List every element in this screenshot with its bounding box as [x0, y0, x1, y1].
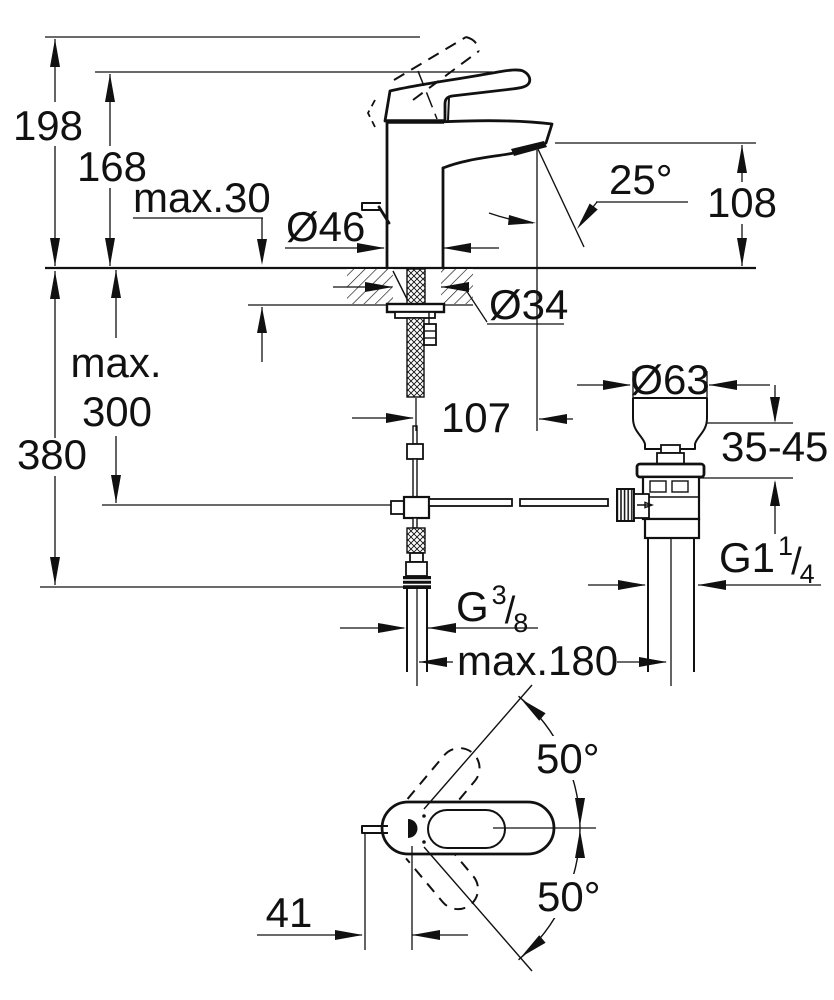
dim-body-diameter-label: Ø46 — [286, 203, 365, 250]
handle-top-inner — [427, 809, 506, 849]
flex-hose-upper — [406, 317, 425, 398]
hose-hex-nut — [403, 576, 431, 589]
flex-hose-lower — [406, 527, 426, 554]
dim-deck-thickness-label: max.30 — [133, 174, 271, 221]
dim-hose-length-label: 380 — [17, 431, 87, 478]
popup-rod-knob — [361, 202, 381, 211]
handle-neck-line — [447, 96, 450, 122]
waste-flange — [635, 462, 706, 479]
dim-basin-range-label: 35-45 — [721, 423, 828, 470]
handle-swing-dashed-lower — [405, 831, 479, 911]
waste-cap — [632, 397, 708, 450]
waste-stem — [656, 452, 685, 465]
popup-linkage-rod-a — [428, 498, 513, 507]
faucet-front-view — [361, 36, 609, 686]
popup-rod-knob-stem — [377, 205, 391, 225]
swing-ray-upper — [423, 684, 533, 810]
dim-swing-lower-label: 50° — [537, 873, 601, 920]
waste-assembly — [616, 397, 708, 686]
dim-overall-height-label: 198 — [13, 102, 83, 149]
linkage-clamp-knob — [616, 488, 635, 522]
waste-nut — [643, 517, 701, 540]
dimension-labels: 198 168 max.30 Ø46 25° 108 Ø34 max. 300 … — [13, 102, 828, 936]
spout-outlet — [511, 141, 547, 156]
dim-install-depth-word: max. — [70, 339, 161, 386]
mounting-washer — [385, 302, 446, 314]
spout-underside — [441, 151, 516, 170]
linkage-clamp — [633, 493, 650, 519]
dim-spout-height-label: 108 — [707, 179, 777, 226]
linkage-joint-left — [390, 500, 405, 515]
popup-linkage-rod-b — [519, 498, 609, 507]
swing-ray-lower — [423, 846, 533, 972]
handle-lever-raised-dashed — [366, 36, 480, 128]
handle-pivot-mark — [408, 819, 418, 838]
dim-install-depth-value: 300 — [82, 388, 152, 435]
label-backgrounds — [8, 102, 778, 918]
dim-handle-offset-label: 41 — [266, 889, 313, 936]
mounting-stud-nut — [423, 323, 437, 346]
spout-tip-top-view — [361, 825, 388, 834]
handle-swing-dashed-upper — [406, 747, 481, 826]
spout-top — [436, 119, 554, 145]
dim-spray-angle-label: 25° — [609, 156, 673, 203]
handle-lever — [383, 68, 532, 123]
linkage-joint — [402, 495, 431, 520]
dimensions — [50, 39, 821, 950]
dim-swing-upper-label: 50° — [536, 735, 600, 782]
hose-fitting — [405, 561, 428, 577]
dim-flange-diameter-label: Ø63 — [630, 356, 709, 403]
dim-hole-diameter-label: Ø34 — [489, 281, 568, 328]
pull-rod-coupler — [406, 443, 424, 460]
pull-rod-lower — [412, 458, 418, 498]
dim-spout-reach-label: 107 — [441, 394, 511, 441]
dim-hole-distance-label: max.180 — [457, 637, 618, 684]
reference-lines — [40, 36, 793, 588]
dim-handle-height-label: 168 — [77, 143, 147, 190]
top-view — [361, 684, 596, 972]
